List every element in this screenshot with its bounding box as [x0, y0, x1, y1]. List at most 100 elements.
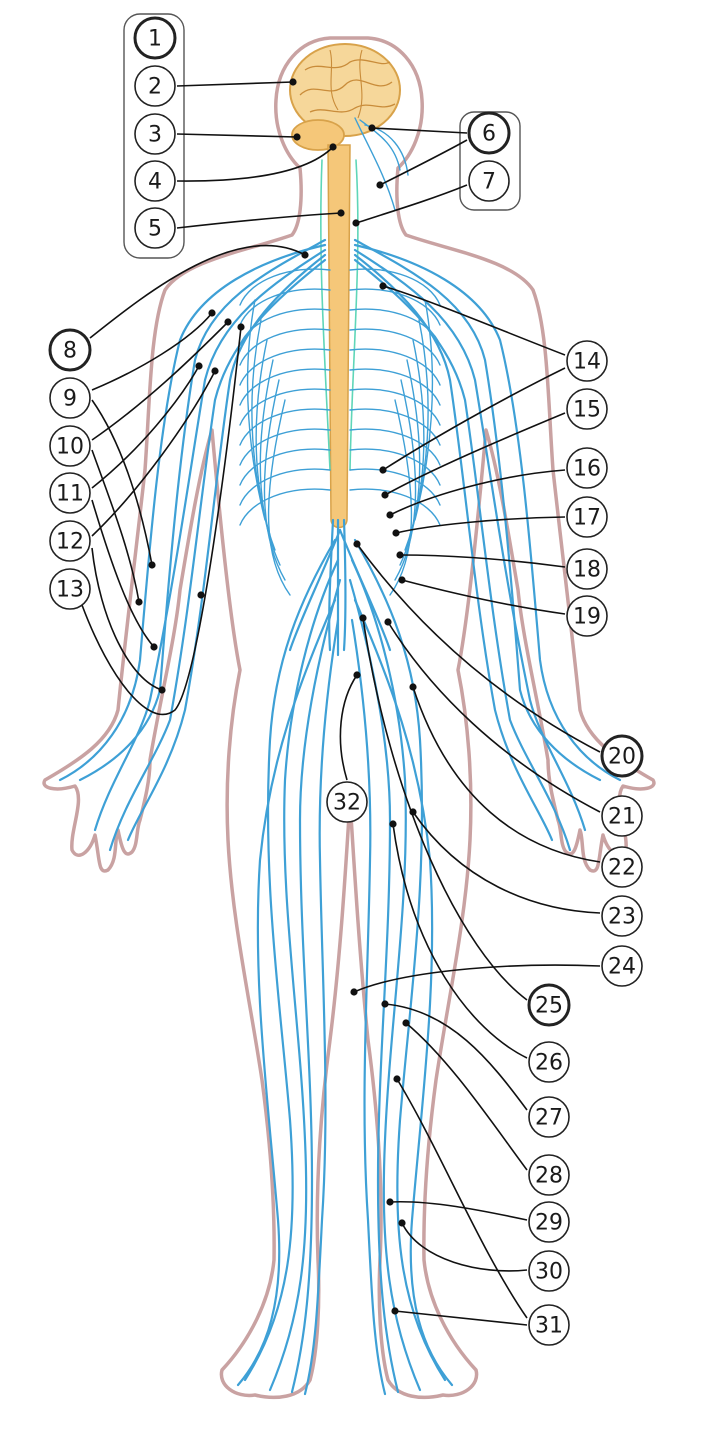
callout-circle — [49, 520, 91, 562]
leader-line-14 — [382, 367, 566, 471]
leader-dot-22 — [409, 683, 417, 691]
callout-7: 7 — [468, 160, 510, 202]
callout-circle — [566, 548, 608, 590]
callout-circle — [566, 595, 608, 637]
leader-line-4 — [176, 146, 334, 182]
leader-line-6 — [371, 127, 468, 134]
callout-22: 22 — [601, 846, 643, 888]
callout-circle — [49, 425, 91, 467]
callout-circle — [566, 340, 608, 382]
leader-line-31 — [396, 1078, 528, 1319]
leader-line-9 — [91, 399, 153, 566]
callout-11: 11 — [49, 472, 91, 514]
leader-dot-11 — [195, 362, 203, 370]
callout-17: 17 — [566, 496, 608, 538]
callout-label: 15 — [573, 398, 601, 423]
callout-31: 31 — [528, 1304, 570, 1346]
callout-27: 27 — [528, 1096, 570, 1138]
callout-circle — [566, 496, 608, 538]
leader-line-11 — [91, 499, 155, 648]
callout-circle — [528, 1154, 570, 1196]
callout-8: 8 — [48, 328, 92, 372]
callout-30: 30 — [528, 1250, 570, 1292]
callout-circle — [566, 388, 608, 430]
callout-label: 3 — [148, 123, 162, 148]
callout-circle — [134, 113, 176, 155]
callout-label: 4 — [148, 170, 162, 195]
callout-circle — [133, 16, 177, 60]
callout-label: 21 — [608, 805, 636, 830]
leader-line-25 — [362, 617, 528, 1001]
callout-label: 1 — [148, 27, 162, 52]
callout-13: 13 — [49, 568, 91, 610]
callout-16: 16 — [566, 447, 608, 489]
leader-dot-8 — [301, 251, 309, 259]
label-group-left-bracket — [123, 13, 185, 259]
spinal-cord — [327, 144, 351, 529]
callout-circle — [528, 1096, 570, 1138]
leader-dot-3 — [293, 133, 301, 141]
leader-dot-9 — [208, 309, 216, 317]
callout-label: 10 — [56, 435, 84, 460]
leader-dot-25 — [359, 614, 367, 622]
leader-line-26 — [392, 823, 528, 1059]
callout-29: 29 — [528, 1201, 570, 1243]
callout-label: 19 — [573, 605, 601, 630]
callout-circle — [134, 207, 176, 249]
leader-line-27 — [384, 1003, 528, 1111]
callout-3: 3 — [134, 113, 176, 155]
leader-line-11 — [91, 365, 200, 489]
leader-line-13 — [81, 326, 242, 716]
leader-line-10 — [91, 449, 140, 603]
leader-dot-6 — [376, 181, 384, 189]
callout-1: 1 — [133, 16, 177, 60]
leader-line-6 — [379, 139, 468, 186]
leader-line-17 — [395, 516, 566, 534]
leader-line-18 — [399, 554, 566, 568]
callout-label: 9 — [63, 387, 77, 412]
callout-14: 14 — [566, 340, 608, 382]
leader-line-15 — [384, 412, 566, 496]
callout-label: 14 — [573, 350, 601, 375]
leader-line-8 — [89, 244, 306, 339]
callout-9: 9 — [49, 377, 91, 419]
leader-dot-29 — [386, 1198, 394, 1206]
leader-dot-20 — [353, 540, 361, 548]
leader-line-21 — [387, 621, 601, 813]
callout-label: 32 — [333, 791, 361, 816]
callout-label: 25 — [535, 994, 563, 1019]
leader-dot-19 — [398, 576, 406, 584]
callout-circle — [601, 895, 643, 937]
leader-dot-30 — [398, 1219, 406, 1227]
callout-circle — [326, 781, 368, 823]
callout-circle — [566, 447, 608, 489]
callout-label: 8 — [63, 339, 77, 364]
leader-lines — [81, 78, 601, 1326]
callout-label: 11 — [56, 482, 84, 507]
leader-dot-13 — [197, 591, 205, 599]
leader-dot-2 — [289, 78, 297, 86]
callout-label: 23 — [608, 905, 636, 930]
leader-dot-10 — [135, 598, 143, 606]
callout-circle — [601, 795, 643, 837]
callout-circle — [528, 1250, 570, 1292]
callout-label: 2 — [148, 75, 162, 100]
leader-dot-12 — [211, 367, 219, 375]
callout-26: 26 — [528, 1041, 570, 1083]
leader-line-19 — [401, 579, 566, 615]
callout-5: 5 — [134, 207, 176, 249]
callout-circle — [601, 846, 643, 888]
leader-dot-10 — [224, 318, 232, 326]
leader-line-12 — [91, 547, 163, 691]
callout-label: 18 — [573, 558, 601, 583]
callout-28: 28 — [528, 1154, 570, 1196]
leader-dot-14 — [379, 282, 387, 290]
leader-dot-27 — [381, 1000, 389, 1008]
leader-line-23 — [412, 811, 601, 914]
leader-dot-11 — [150, 643, 158, 651]
callout-label: 24 — [608, 955, 636, 980]
callout-20: 20 — [600, 734, 644, 778]
callout-label: 13 — [56, 578, 84, 603]
brain — [289, 43, 401, 151]
leader-dot-4 — [329, 143, 337, 151]
